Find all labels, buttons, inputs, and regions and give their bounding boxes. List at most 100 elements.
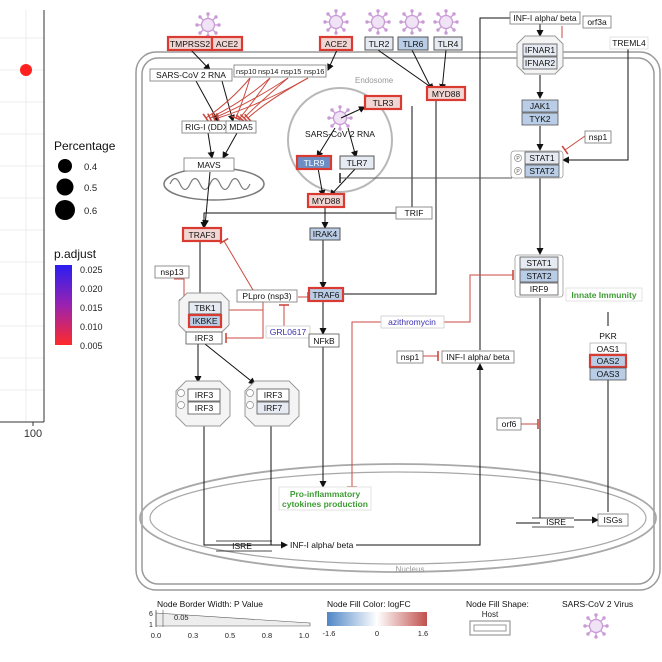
activation-edges xyxy=(189,17,629,549)
node-isre-right-label: ISRE xyxy=(546,517,566,527)
node-irak4: IRAK4 xyxy=(309,227,341,241)
node-sars-rna-label: SARS-CoV 2 RNA xyxy=(156,70,226,80)
nsp15-label: nsp15 xyxy=(281,67,301,76)
legend-shape-title: Node Fill Shape: xyxy=(466,599,529,609)
node-ace2-endo-label: ACE2 xyxy=(325,39,347,49)
node-nfkb-label: NFkB xyxy=(313,336,335,346)
legend-border-tick: 0.3 xyxy=(188,631,198,640)
node-endo-rna-label: SARS-CoV 2 RNA xyxy=(305,129,375,139)
complex-stat-upper: P P STAT1 STAT2 xyxy=(510,150,564,179)
node-isgs-label: ISGs xyxy=(604,515,623,525)
node-inf-nucleus-label: INF-I alpha/ beta xyxy=(290,540,354,550)
legend-border-tick: 1.0 xyxy=(299,631,309,640)
complex-ifnar: IFNAR1 IFNAR2 xyxy=(516,35,564,75)
node-stat2-label: STAT2 xyxy=(529,166,554,176)
endosome xyxy=(287,87,393,193)
node-innate-label: Innate Immunity xyxy=(571,290,636,300)
padjust-tick-4: 0.010 xyxy=(80,322,103,332)
node-nsp1-mid: nsp1 xyxy=(396,350,424,364)
node-plpro: PLpro (nsp3) xyxy=(236,289,298,303)
node-myd88-endo-label: MYD88 xyxy=(312,196,341,206)
node-jak1-label: JAK1 xyxy=(530,101,551,111)
left-plot-panel: 100 xyxy=(0,10,45,440)
legend-fill-title: Node Fill Color: logFC xyxy=(327,599,411,609)
node-inf-top-label: INF-I alpha/ beta xyxy=(513,13,577,23)
nsp-group: nsp10 nsp14 nsp15 nsp16 xyxy=(233,64,327,78)
node-irf3b-label: IRF3 xyxy=(195,403,214,413)
cell-membrane-outer xyxy=(135,51,661,591)
node-mda5-label: MDA5 xyxy=(229,122,253,132)
virus-icon xyxy=(398,8,426,36)
oas-group: PKR OAS1 OAS2 OAS3 xyxy=(588,331,628,381)
node-ifnar2-label: IFNAR2 xyxy=(525,58,556,68)
node-irf3-label: IRF3 xyxy=(195,333,214,343)
node-isre-left: ISRE xyxy=(216,540,272,552)
nucleus-outer xyxy=(139,463,657,573)
node-tlr3-label: TLR3 xyxy=(373,98,394,108)
node-traf3-label: TRAF3 xyxy=(189,230,216,240)
node-tyk2-label: TYK2 xyxy=(529,114,551,124)
node-tlr4-label: TLR4 xyxy=(438,39,459,49)
nsp16-label: nsp16 xyxy=(304,67,324,76)
node-myd88-endo: MYD88 xyxy=(306,192,346,209)
phospho-label: P xyxy=(516,156,520,162)
node-nsp13: nsp13 xyxy=(154,265,190,279)
padjust-tick-2: 0.020 xyxy=(80,284,103,294)
padjust-tick-5: 0.005 xyxy=(80,341,103,351)
node-oas2-label: OAS2 xyxy=(597,356,620,366)
legend-border-y1: 1 xyxy=(149,622,153,629)
padjust-colorbar xyxy=(55,265,72,345)
node-ikbke-label: IKBKE xyxy=(192,316,217,326)
node-azithromycin-label: azithromycin xyxy=(388,317,436,327)
node-tlr4: TLR4 xyxy=(433,36,463,51)
node-irf3c-label: IRF3 xyxy=(264,390,283,400)
node-irf3a-label: IRF3 xyxy=(195,390,214,400)
node-sars-rna: SARS-CoV 2 RNA xyxy=(149,68,233,82)
node-ace2-membrane: ACE2 xyxy=(210,35,244,52)
legend-border-title: Node Border Width: P Value xyxy=(157,599,263,609)
node-ace2-endo: ACE2 xyxy=(318,35,354,52)
node-inf-mid-label: INF-I alpha/ beta xyxy=(446,352,510,362)
node-orf6-label: orf6 xyxy=(502,419,517,429)
legend-border-y6: 6 xyxy=(149,611,153,618)
node-irf9-label: IRF9 xyxy=(530,284,549,294)
node-grl0617-label: GRL0617 xyxy=(270,327,307,337)
virus-icon xyxy=(364,8,392,36)
padjust-tick-3: 0.015 xyxy=(80,303,103,313)
node-isre-left-label: ISRE xyxy=(232,541,252,551)
node-treml4: TREML4 xyxy=(609,36,649,50)
node-stat2b-label: STAT2 xyxy=(526,271,551,281)
node-myd88-top: MYD88 xyxy=(425,85,467,102)
node-ifnar1-label: IFNAR1 xyxy=(525,45,556,55)
legend-fill-color: Node Fill Color: logFC -1.6 0 1.6 xyxy=(323,599,429,638)
complex-jak-tyk: JAK1 TYK2 xyxy=(521,99,559,126)
node-irf3: IRF3 xyxy=(185,331,223,345)
node-mavs-label: MAVS xyxy=(197,160,221,170)
percentage-legend: Percentage 0.4 0.5 0.6 xyxy=(54,139,116,220)
node-cytokines: Pro-inflammatory cytokines production xyxy=(278,486,372,511)
node-mda5: MDA5 xyxy=(225,120,257,134)
virus-icon xyxy=(326,104,354,132)
nsp14-label: nsp14 xyxy=(258,67,278,76)
phospho-label: P xyxy=(516,169,520,175)
node-myd88-top-label: MYD88 xyxy=(432,89,461,99)
node-tlr9: TLR9 xyxy=(295,154,333,171)
node-tlr2: TLR2 xyxy=(364,36,394,51)
node-ace2-label: ACE2 xyxy=(216,39,238,49)
node-isre-right: ISRE xyxy=(532,517,574,528)
node-irf7-label: IRF7 xyxy=(264,403,283,413)
node-stat1b-label: STAT1 xyxy=(526,258,551,268)
legend-border-tick: 0.8 xyxy=(262,631,272,640)
node-treml4-label: TREML4 xyxy=(612,38,646,48)
nucleus-label: Nucleus xyxy=(396,565,425,574)
node-tlr9-label: TLR9 xyxy=(304,158,325,168)
virus-icon xyxy=(432,8,460,36)
cytokines-line1: Pro-inflammatory xyxy=(290,489,361,499)
percentage-legend-title: Percentage xyxy=(54,139,116,153)
nucleus-inner xyxy=(149,471,647,565)
complex-irf3-irf7: IRF3 IRF7 xyxy=(244,380,300,427)
node-tmprss2: TMPRSS2 xyxy=(166,35,214,52)
cytokines-line2: cytokines production xyxy=(282,499,368,509)
node-tlr2-label: TLR2 xyxy=(369,39,390,49)
node-irak4-label: IRAK4 xyxy=(313,229,338,239)
